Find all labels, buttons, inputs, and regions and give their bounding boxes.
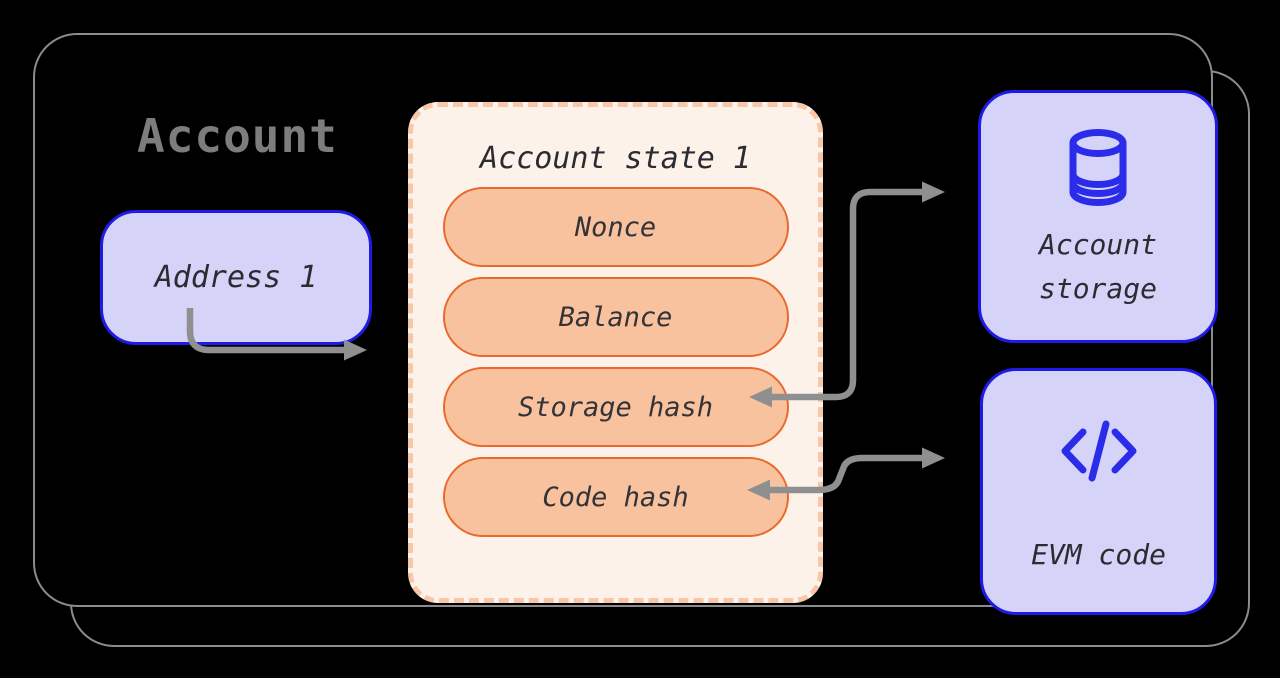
account-storage-label-line2: storage bbox=[1038, 272, 1157, 305]
pill-storage-hash: Storage hash bbox=[442, 367, 789, 447]
database-icon bbox=[1069, 129, 1127, 206]
account-storage-label: Account storage bbox=[1039, 223, 1157, 311]
code-icon bbox=[1061, 420, 1136, 482]
pill-code-hash: Code hash bbox=[442, 457, 789, 537]
pill-storage-hash-label: Storage hash bbox=[517, 391, 714, 423]
account-state-title: Account state 1 bbox=[480, 141, 751, 176]
pill-nonce-label: Nonce bbox=[574, 211, 657, 243]
address-box: Address 1 bbox=[100, 210, 372, 345]
account-storage-box: Account storage bbox=[978, 90, 1218, 343]
pill-nonce: Nonce bbox=[442, 187, 789, 267]
evm-code-box: EVM code bbox=[980, 368, 1217, 615]
pill-balance-label: Balance bbox=[558, 301, 673, 333]
address-box-label: Address 1 bbox=[154, 260, 318, 295]
account-state-box: Account state 1 Nonce Balance Storage ha… bbox=[408, 102, 823, 603]
account-storage-label-line1: Account bbox=[1038, 228, 1157, 261]
pill-code-hash-label: Code hash bbox=[542, 481, 689, 513]
pill-balance: Balance bbox=[442, 277, 789, 357]
evm-code-label: EVM code bbox=[1031, 538, 1166, 571]
account-card-title: Account bbox=[137, 109, 338, 163]
account-card: Account Address 1 Account state 1 Nonce … bbox=[33, 33, 1218, 615]
